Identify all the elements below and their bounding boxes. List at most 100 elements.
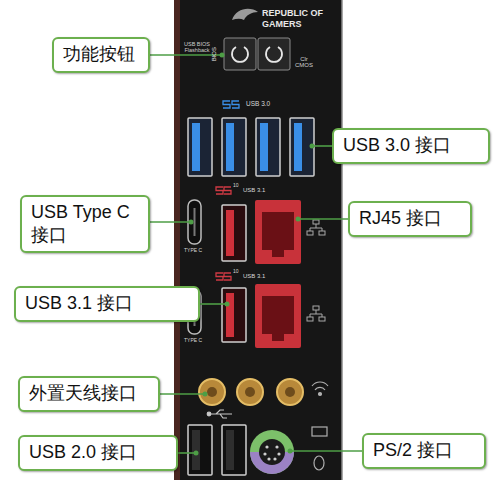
button-icon [266, 47, 282, 62]
antenna-connector [277, 379, 303, 405]
callout-box: 功能按钮 [52, 37, 150, 72]
leader-line [178, 452, 196, 454]
usb3-port [256, 118, 280, 176]
callout-box: 外置天线接口 [18, 376, 160, 411]
port-tongue [192, 430, 200, 470]
usb3-port [222, 118, 246, 176]
lan-icon [307, 220, 325, 235]
leader-dot [189, 220, 194, 225]
callout-box: PS/2 接口 [362, 433, 486, 468]
port-tongue [226, 123, 234, 171]
keyboard-icon [312, 427, 327, 436]
lan-icon-part [310, 310, 322, 317]
usb-symbol [207, 410, 232, 418]
leader-line [160, 393, 205, 395]
callout-box: USB 3.1 接口 [14, 286, 200, 321]
usb-symbol-part [207, 412, 211, 416]
panel-marking: Clr CMOS [292, 56, 316, 69]
panel-marking: TYPE C [184, 338, 202, 343]
callout-box: USB 3.0 接口 [332, 128, 490, 163]
ps2-port [250, 430, 294, 474]
ps2-pin [263, 452, 266, 455]
leader-dot [296, 217, 301, 222]
antenna-pin [245, 387, 255, 397]
callout-label: USB 3.1 接口 [25, 292, 189, 315]
usb31-port [222, 288, 246, 342]
ps2-pin [267, 457, 270, 460]
rog-logo [232, 9, 258, 20]
panel-edge [341, 0, 343, 480]
callout-label: PS/2 接口 [373, 439, 475, 462]
callout-label: USB Type C 接口 [31, 201, 139, 248]
wifi-icon-part [319, 393, 322, 396]
ps2-pin [275, 445, 278, 448]
port-tongue [294, 123, 302, 171]
panel-marking: USB 3.1 [243, 273, 265, 279]
port-tongue [260, 123, 268, 171]
panel-marking: BIOS [211, 47, 217, 61]
rj45-opening [262, 296, 294, 334]
port-tongue [192, 123, 200, 171]
lan-icon-part [319, 317, 325, 321]
panel-marking: USB BIOS Flashback [183, 42, 211, 54]
leader-lines [150, 55, 362, 453]
bios-button [224, 38, 256, 70]
rj45-tab [272, 250, 284, 257]
lan-icon-part [307, 317, 313, 321]
antenna-connectors [199, 379, 303, 405]
panel-marking: GAMERS [262, 20, 302, 29]
ps2-socket [259, 439, 285, 465]
rj45-opening [262, 212, 294, 250]
callout-label: 功能按钮 [63, 43, 139, 66]
callout-box: USB Type C 接口 [20, 195, 150, 254]
callout-label: 外置天线接口 [29, 382, 149, 405]
port-tongue [226, 293, 234, 337]
mouse-icon [314, 456, 324, 470]
leader-dot [203, 392, 208, 397]
callout-label: USB 2.0 接口 [29, 441, 167, 464]
panel-rim [174, 0, 180, 480]
usb2-port [222, 425, 246, 475]
rj45-port [255, 200, 301, 264]
usb3-ports [188, 118, 314, 176]
lan-icon-part [310, 224, 322, 231]
superspeed-logo [216, 273, 231, 280]
antenna-pin [207, 387, 217, 397]
leader-dots [189, 53, 315, 456]
rj45-port [255, 284, 301, 348]
antenna-connector [199, 379, 225, 405]
port-tongue [194, 208, 196, 236]
lan-icon [307, 306, 325, 321]
button-icon [232, 47, 248, 62]
ps2-pin [277, 452, 280, 455]
panel-marking: REPUBLIC OF [262, 9, 323, 18]
port-tongue [226, 430, 234, 470]
leader-dot [310, 144, 315, 149]
lan-icon-part [307, 231, 313, 235]
leader-dot [194, 451, 199, 456]
lan-icon-part [313, 220, 319, 224]
usb3-port [290, 118, 314, 176]
leader-dot [220, 53, 225, 58]
wifi-icon-part [312, 382, 328, 390]
leader-dot [288, 449, 293, 454]
panel-marking: USB 3.0 [246, 101, 270, 108]
rj45-tab [272, 334, 284, 341]
superspeed-logo [223, 101, 239, 108]
callout-box: RJ45 接口 [348, 201, 472, 236]
leader-line [312, 145, 332, 147]
ps2-pin [265, 445, 268, 448]
usb31-port [222, 205, 246, 261]
ps2-pin [273, 457, 276, 460]
leader-line [150, 221, 191, 223]
wifi-icon [312, 382, 328, 395]
callout-label: USB 3.0 接口 [343, 134, 479, 157]
panel-plate [178, 0, 342, 480]
panel-marking: 10 [233, 183, 239, 188]
lan-icon-part [313, 306, 319, 310]
antenna-connector [237, 379, 263, 405]
type-c-port [188, 200, 201, 244]
leader-dot [225, 302, 230, 307]
usb3-port [188, 118, 212, 176]
